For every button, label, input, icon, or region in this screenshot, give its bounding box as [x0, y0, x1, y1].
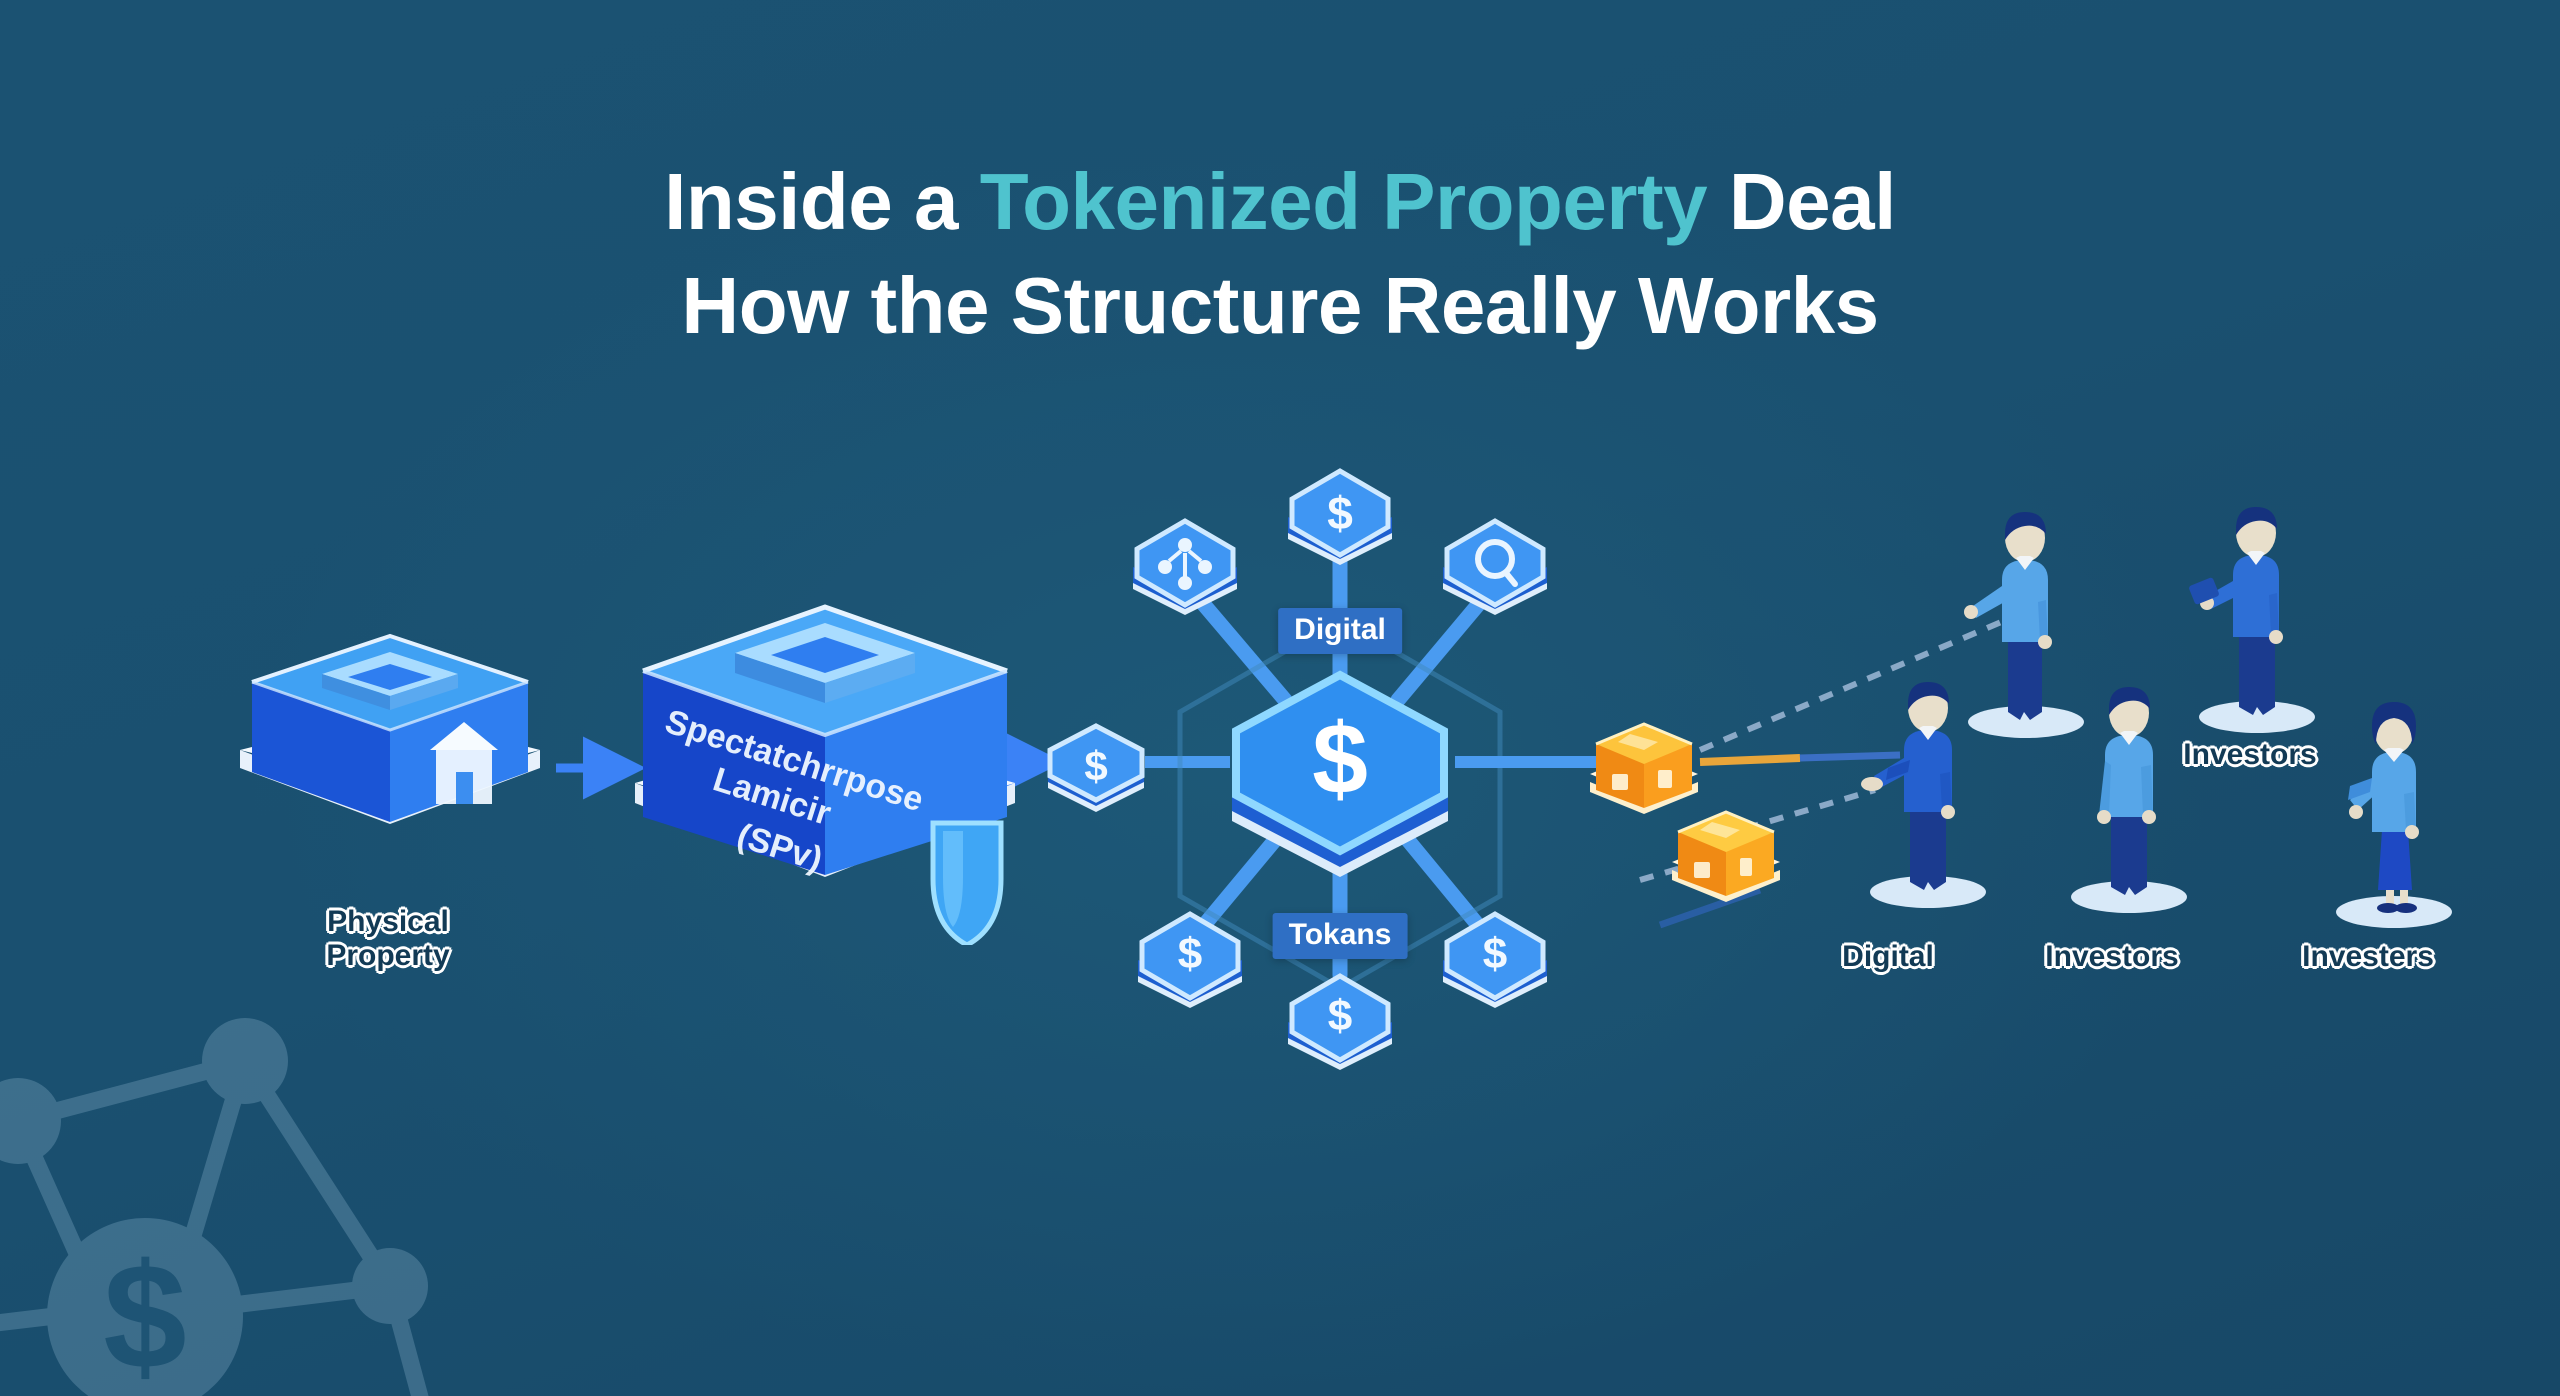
- contract-cube-icon: [1612, 734, 1672, 790]
- dollar-icon: $: [1327, 487, 1353, 539]
- investor-label-top-right: Investors: [2183, 738, 2317, 771]
- investor-figure-top-left[interactable]: [1950, 490, 2100, 740]
- dollar-token-top[interactable]: $: [1270, 455, 1410, 583]
- physical-property-label: Physical Property: [326, 905, 450, 972]
- dollar-icon: $: [1178, 930, 1202, 979]
- digital-label-top: Digital: [1278, 608, 1402, 654]
- dollar-icon: $: [1483, 930, 1507, 979]
- title-line-2: How the Structure Really Works: [681, 261, 1879, 350]
- investor-figure-mid-center[interactable]: [2055, 665, 2205, 915]
- page-title: Inside a Tokenized Property Deal How the…: [0, 150, 2560, 358]
- tokens-label: Tokans: [1272, 913, 1408, 959]
- title-line-1-pre: Inside a: [664, 157, 980, 246]
- investor-figure-mid-right[interactable]: [2320, 680, 2470, 930]
- shield-icon: [930, 820, 1004, 945]
- contract-cube-icon: [1694, 822, 1752, 878]
- investor-figure-top-right[interactable]: [2185, 485, 2335, 735]
- share-network-token[interactable]: [1115, 505, 1255, 633]
- dollar-icon: $: [1312, 703, 1368, 815]
- investor-label-mid-right: Investers: [2302, 940, 2434, 973]
- search-token[interactable]: [1425, 505, 1565, 633]
- dollar-token-bottom-right[interactable]: $: [1425, 898, 1565, 1026]
- magnifier-icon: [1475, 539, 1518, 587]
- physical-property-cube[interactable]: [230, 600, 550, 890]
- title-line-1-post: Deal: [1707, 157, 1896, 246]
- dollar-hex-icon: $: [1084, 743, 1107, 790]
- dollar-icon: $: [1328, 992, 1352, 1041]
- bridge-dollar-token[interactable]: $: [1032, 708, 1160, 828]
- spv-cube[interactable]: Spectatchrrpose Lamicir (SPv): [615, 545, 1035, 945]
- investor-figure-mid-left[interactable]: [1852, 660, 2002, 910]
- title-line-1: Inside a Tokenized Property Deal: [0, 150, 2560, 254]
- smart-contract-cube-upper[interactable]: [1578, 712, 1710, 832]
- investor-label-mid-center: Investors: [2045, 940, 2179, 973]
- dollar-token-bottom-center[interactable]: $: [1270, 960, 1410, 1088]
- token-hub-hexagon[interactable]: $: [1205, 655, 1475, 905]
- house-icon: [430, 722, 498, 804]
- smart-contract-cube-lower[interactable]: [1660, 800, 1792, 920]
- dollar-token-bottom-left[interactable]: $: [1120, 898, 1260, 1026]
- title-line-1-accent: Tokenized Property: [979, 157, 1708, 246]
- share-network-icon: [1158, 538, 1212, 590]
- investor-label-mid-left: Digital: [1842, 940, 1934, 973]
